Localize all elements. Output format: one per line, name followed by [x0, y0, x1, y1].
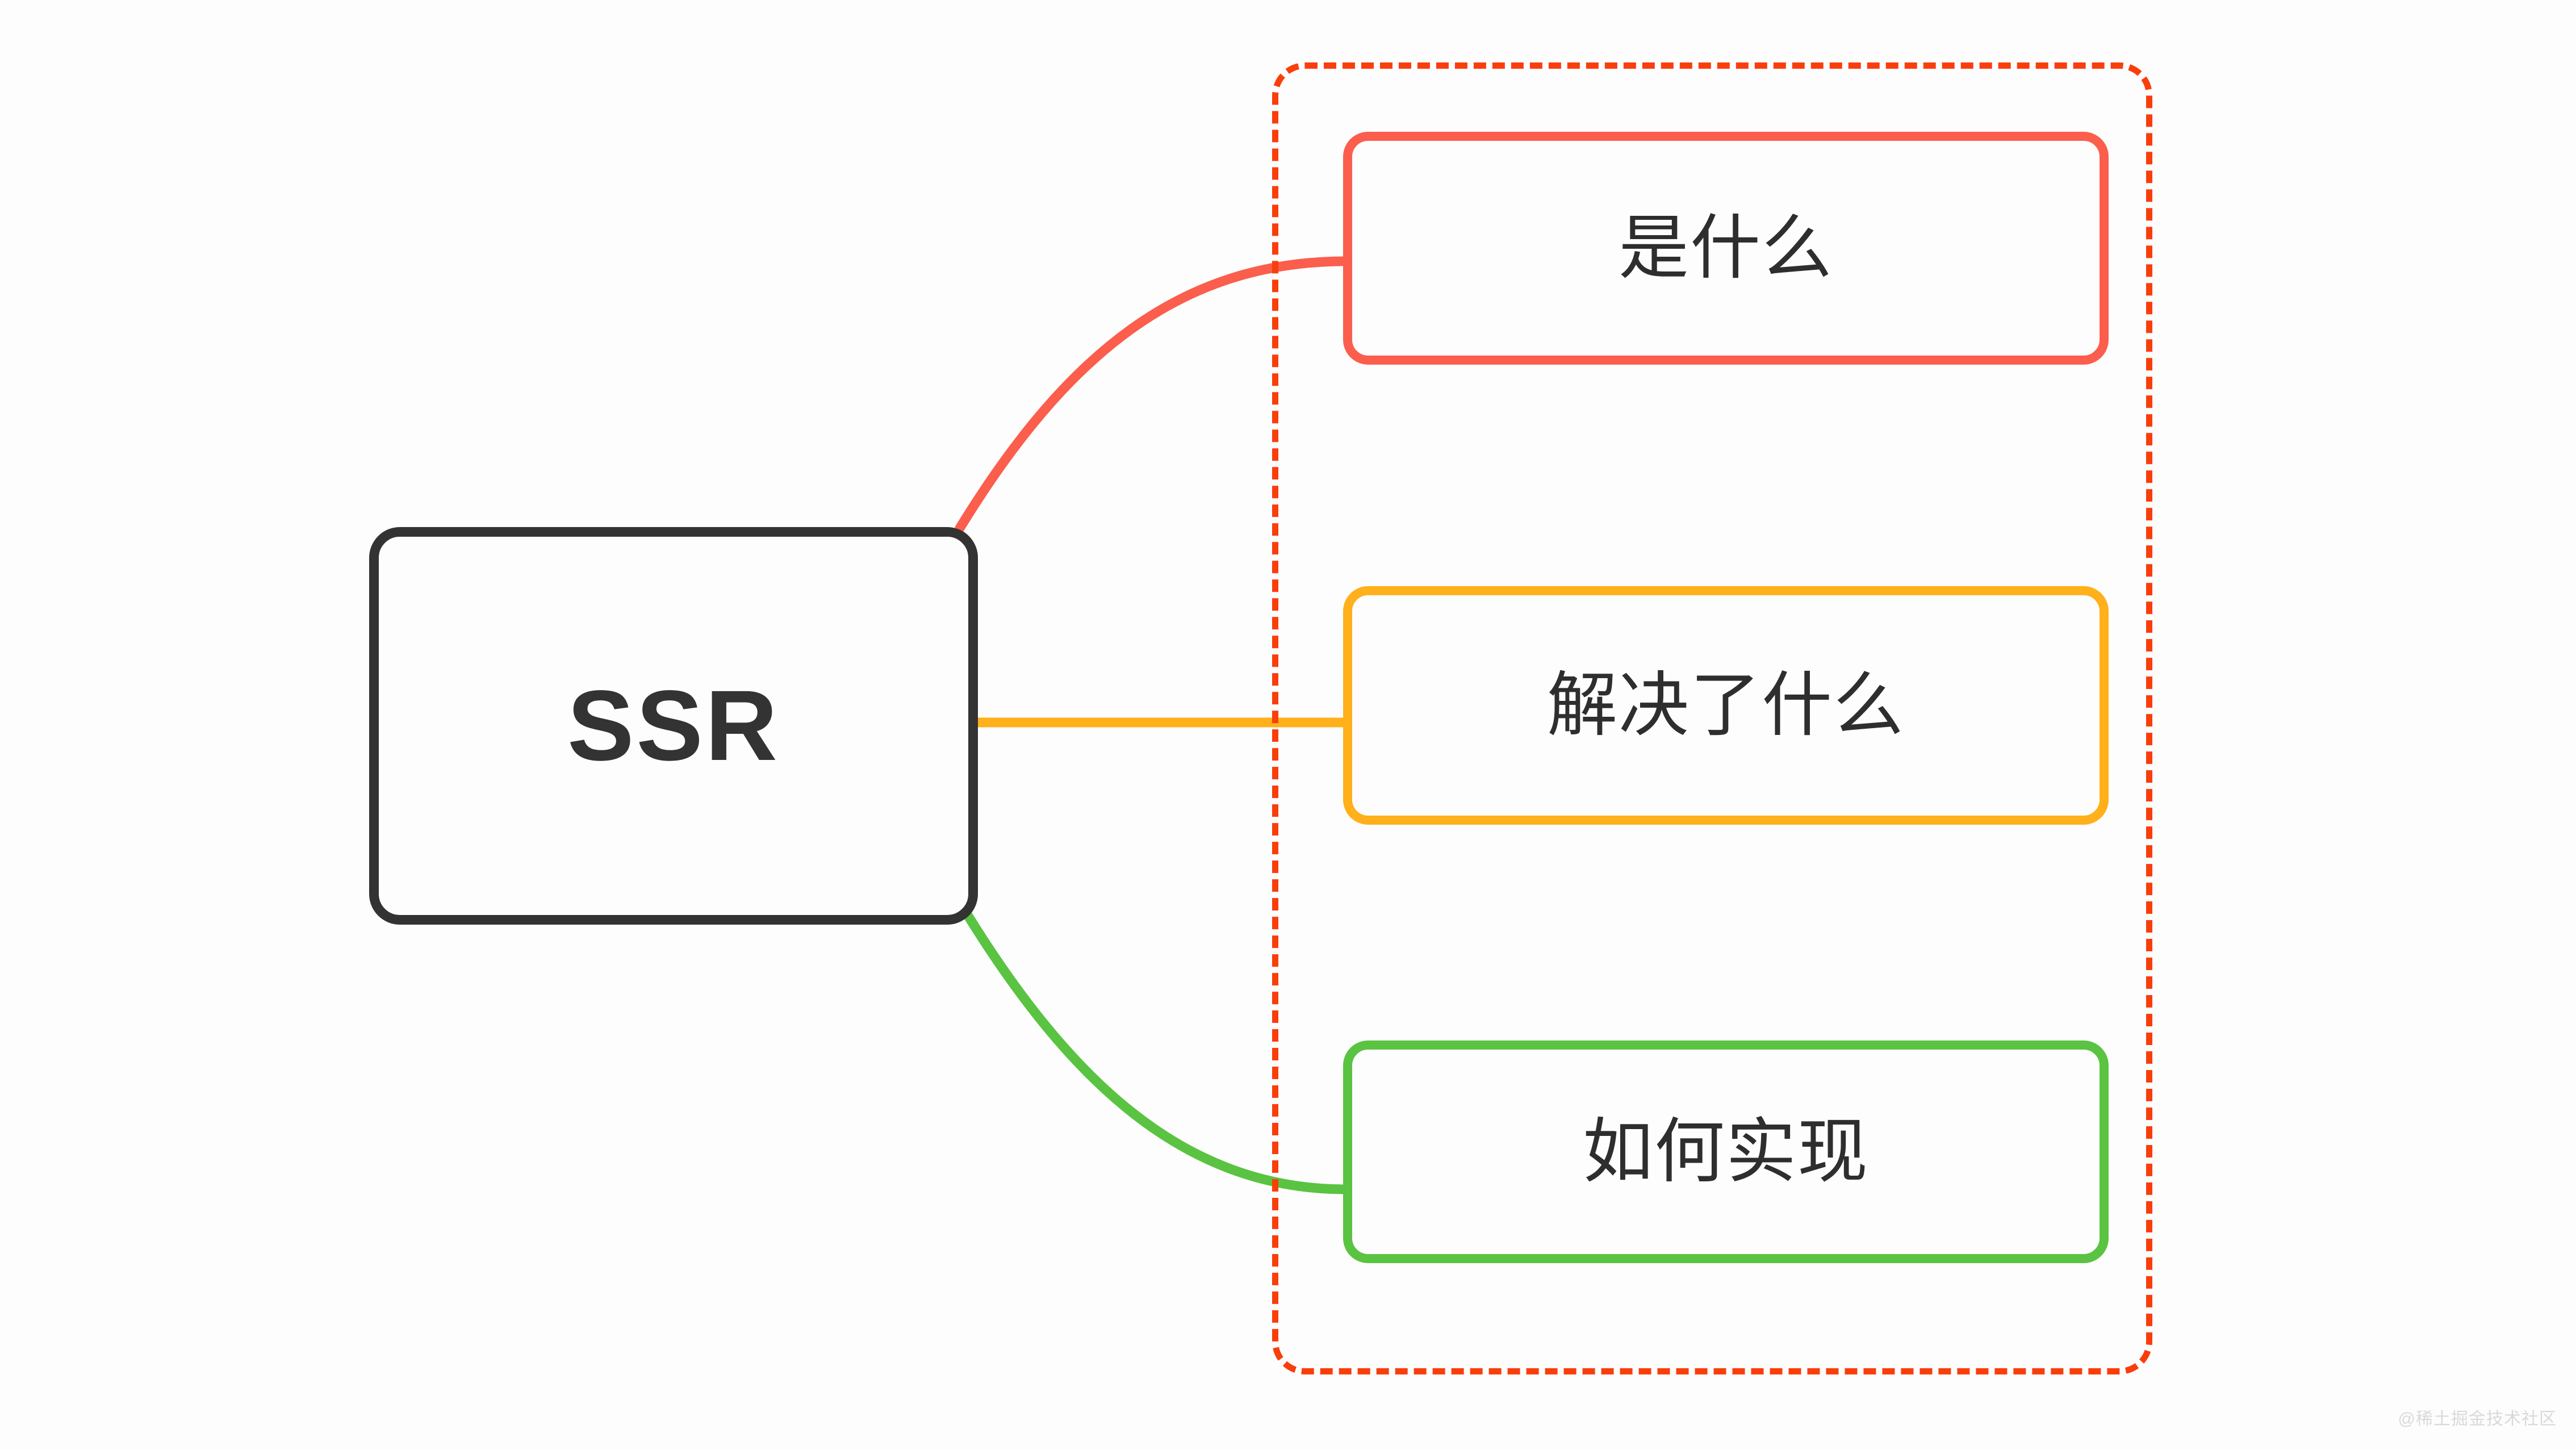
mindmap-node-what-is[interactable]: 是什么 — [1343, 132, 2109, 365]
node-label-how-implement: 如何实现 — [1582, 1113, 1869, 1191]
watermark-text: @稀土掘金技术社区 — [2398, 1410, 2557, 1428]
root-node-label: SSR — [567, 670, 780, 782]
node-label-what-is: 是什么 — [1618, 209, 1833, 287]
mindmap-node-what-solved[interactable]: 解决了什么 — [1343, 586, 2109, 825]
mindmap-node-how-implement[interactable]: 如何实现 — [1343, 1041, 2109, 1263]
node-label-what-solved: 解决了什么 — [1546, 666, 1905, 745]
mindmap-root-node[interactable]: SSR — [369, 527, 978, 925]
